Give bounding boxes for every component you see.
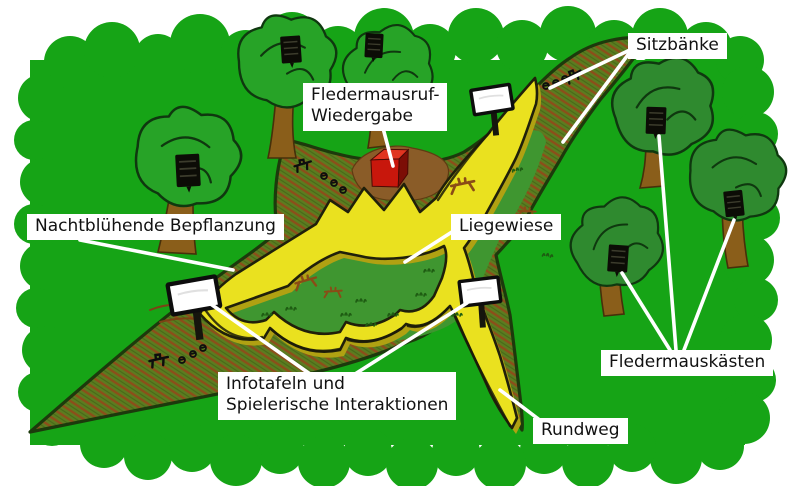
label-fledermauskaesten: Fledermauskästen xyxy=(601,350,774,377)
label-liegewiese: Liegewiese xyxy=(451,214,562,241)
label-infotafeln-interaktionen: Infotafeln und Spielerische Interaktione… xyxy=(218,372,457,420)
label-fledermausruf-wiedergabe: Fledermausruf- Wiedergabe xyxy=(303,83,448,131)
tree xyxy=(679,120,793,269)
label-sitzbaenke: Sitzbänke xyxy=(628,33,727,60)
tree xyxy=(560,188,673,316)
leader-lines xyxy=(78,42,736,426)
path-sketch-strokes xyxy=(202,130,512,428)
tree xyxy=(231,9,340,159)
label-nachtbluehende-bepflanzung: Nachtblühende Bepflanzung xyxy=(27,214,284,241)
label-rundweg: Rundweg xyxy=(533,418,628,445)
